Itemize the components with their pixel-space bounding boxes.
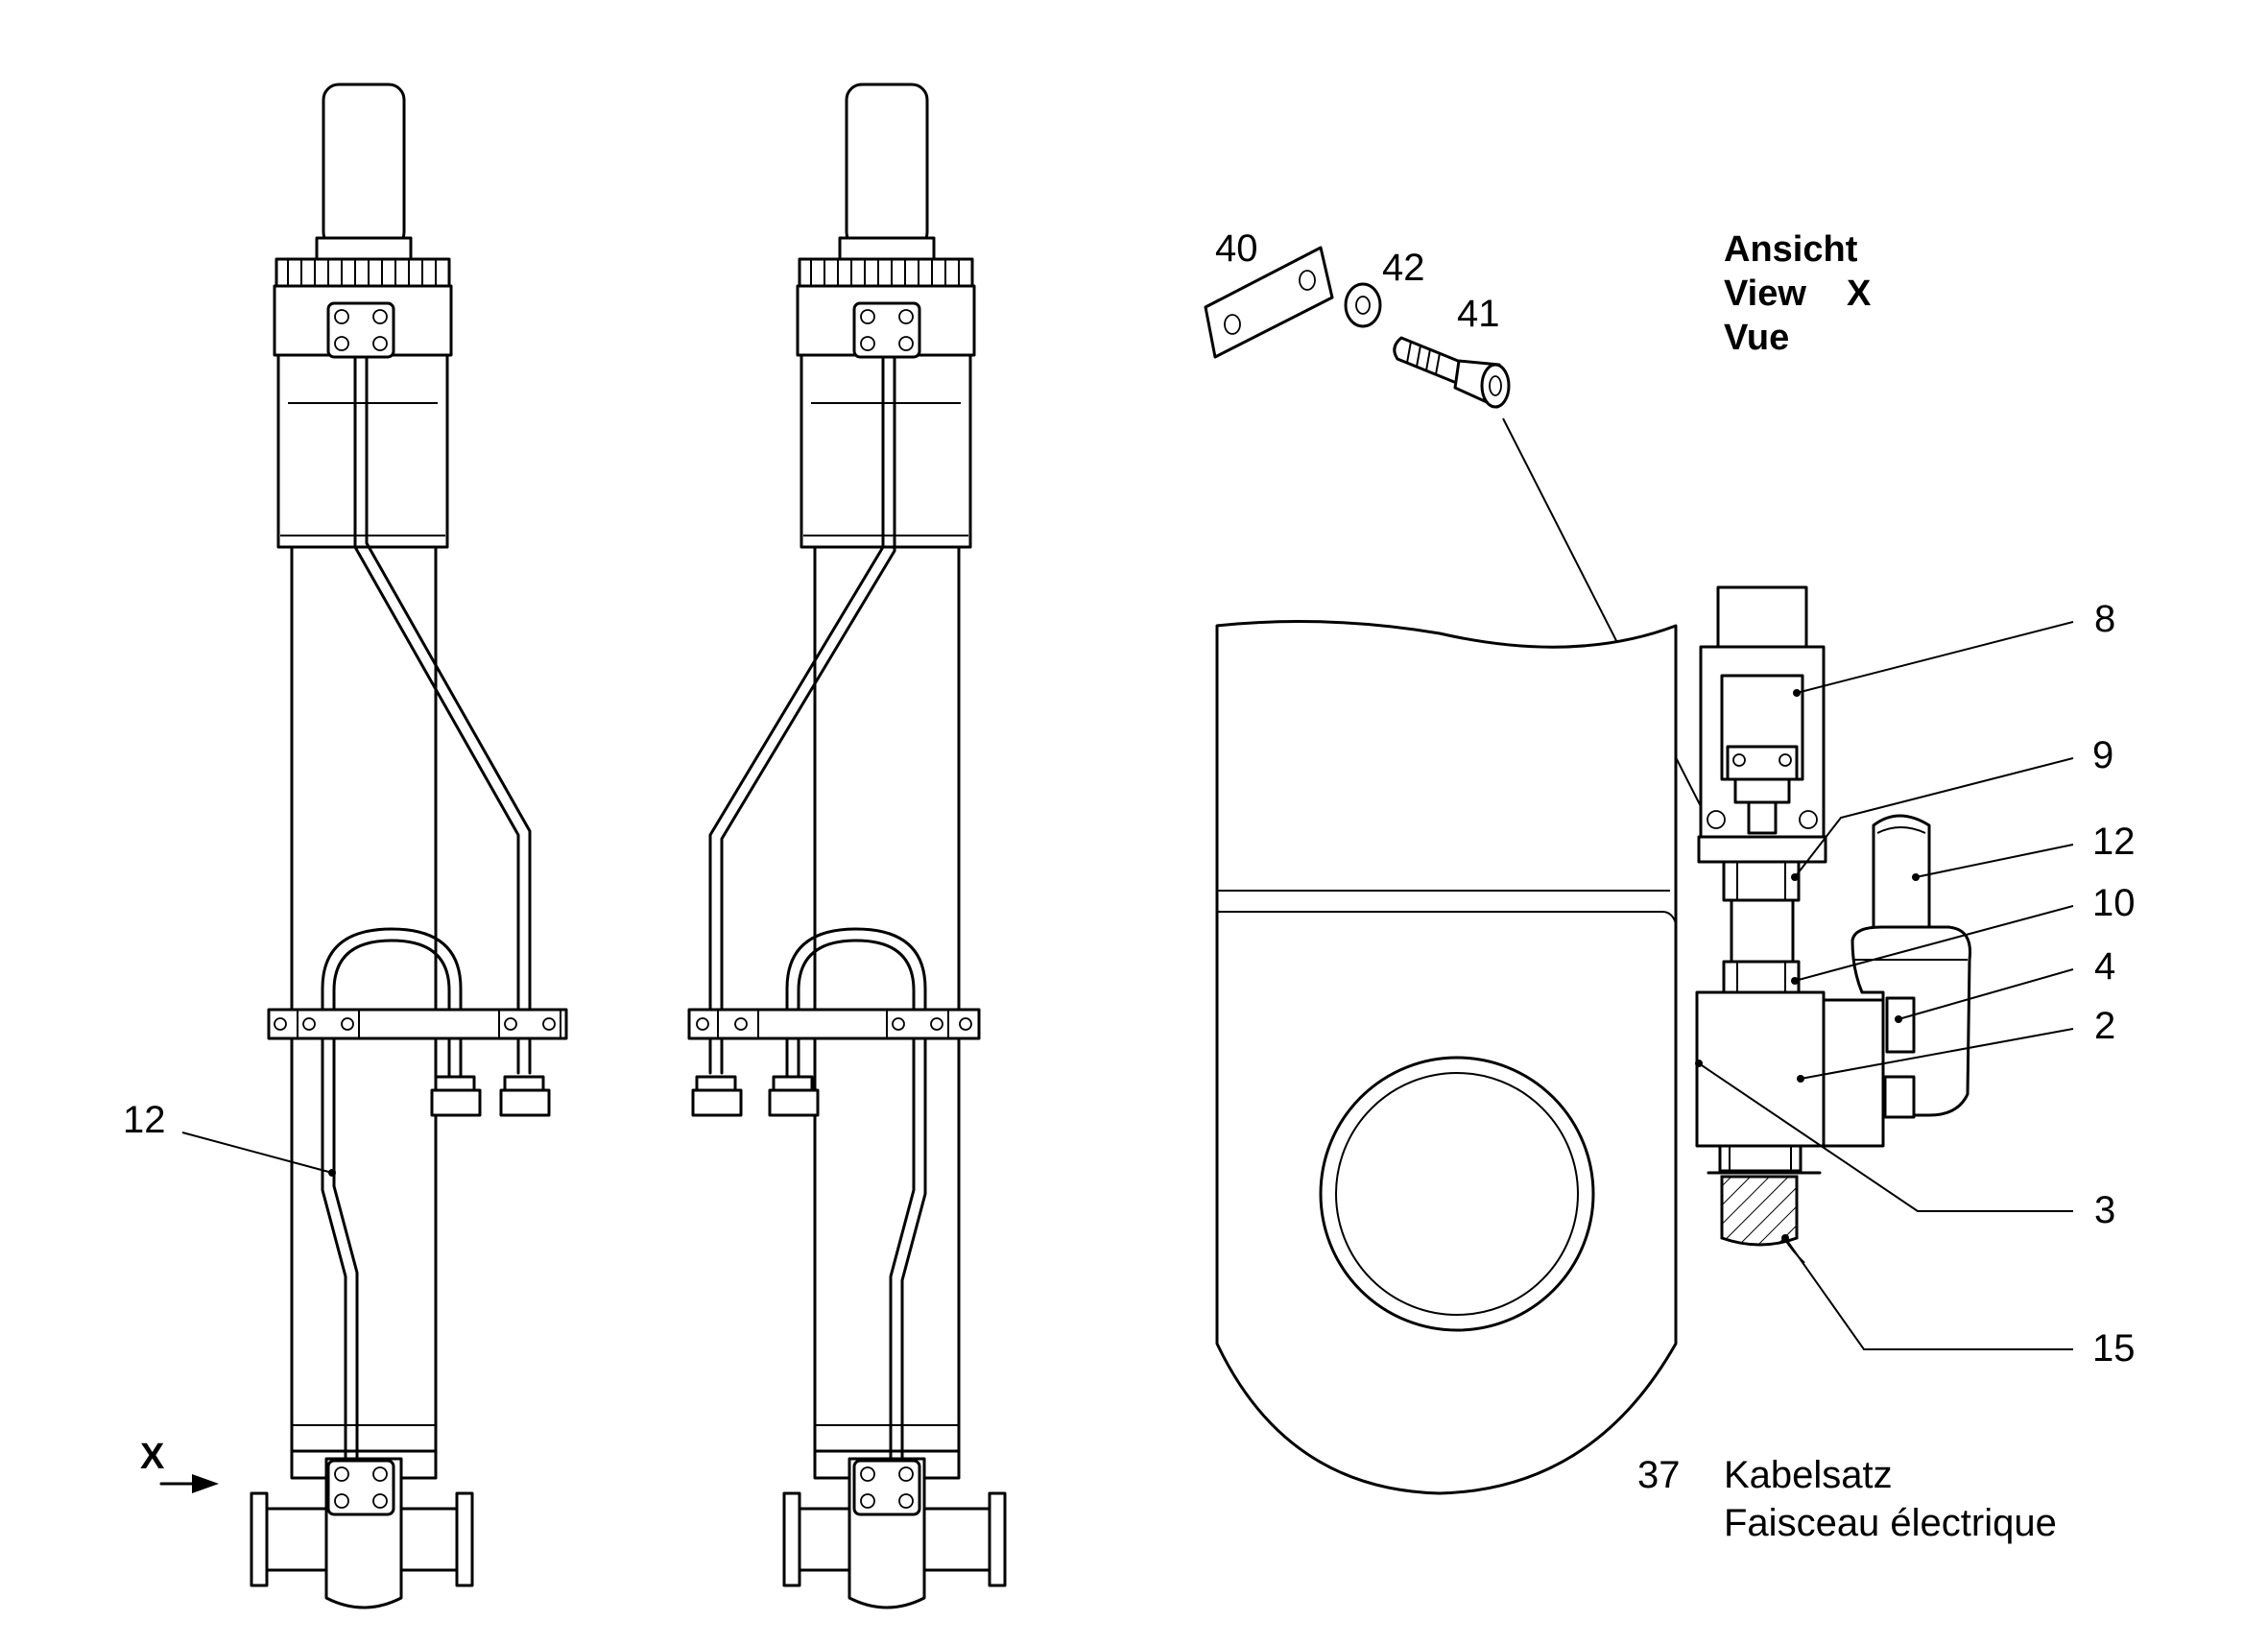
- exploded-parts: [1204, 246, 1707, 819]
- note-line2: Faisceau électrique: [1724, 1502, 2057, 1544]
- callout-9: 9: [1791, 734, 2113, 881]
- callout-4: 4: [1895, 945, 2115, 1023]
- callout-label: 3: [2094, 1189, 2115, 1231]
- callout-2: 2: [1797, 1005, 2115, 1083]
- view-arrow-label: X: [140, 1437, 165, 1477]
- caption-line3: Vue: [1724, 318, 1789, 358]
- callout-label: 42: [1382, 247, 1425, 289]
- callout-label: 9: [2092, 734, 2113, 776]
- detail-view: [1215, 585, 1972, 1495]
- callout-label: 41: [1457, 293, 1500, 335]
- caption-line2: View: [1724, 274, 1806, 314]
- callout-15: 15: [1781, 1234, 2136, 1370]
- callout-label: 8: [2094, 598, 2115, 640]
- view-arrow: X: [140, 1437, 219, 1493]
- note-number: 37: [1637, 1454, 1681, 1496]
- callout-label: 4: [2094, 945, 2115, 988]
- callout-label: 15: [2092, 1327, 2136, 1370]
- callout-label: 40: [1215, 227, 1258, 270]
- callout-label: 2: [2094, 1005, 2115, 1047]
- callout-12-detail: 12: [1912, 821, 2136, 881]
- caption-line1: Ansicht: [1724, 229, 1858, 270]
- callout-42: 42: [1382, 247, 1425, 289]
- note-line1: Kabelsatz: [1724, 1454, 1893, 1496]
- callout-label: 10: [2092, 882, 2136, 924]
- view-caption: Ansicht View X Vue: [1724, 229, 1872, 358]
- callout-10: 10: [1791, 882, 2136, 985]
- note-37: 37 Kabelsatz Faisceau électrique: [1637, 1454, 2057, 1544]
- callout-40: 40: [1215, 227, 1258, 270]
- callout-label: 12: [2092, 821, 2136, 863]
- cylinder-right: [687, 83, 1007, 1609]
- callout-label: 12: [123, 1099, 166, 1141]
- callout-left-12: 12: [123, 1099, 336, 1177]
- callout-3: 3: [1695, 1060, 2115, 1231]
- callout-8: 8: [1793, 598, 2115, 697]
- caption-line2-mark: X: [1847, 274, 1872, 314]
- callout-41: 41: [1457, 293, 1500, 335]
- cylinder-left: [250, 83, 568, 1609]
